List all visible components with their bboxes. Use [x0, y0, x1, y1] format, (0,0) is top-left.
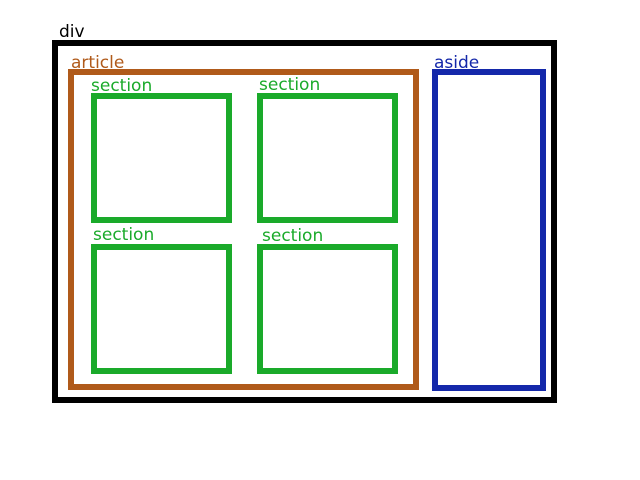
div-label: div	[59, 22, 85, 42]
div-box	[52, 40, 557, 403]
section-label-3: section	[93, 225, 155, 245]
section-label-1: section	[91, 76, 153, 96]
aside-box	[432, 69, 546, 391]
section-box-2	[257, 93, 398, 223]
section-box-3	[91, 244, 232, 374]
section-box-1	[91, 93, 232, 223]
aside-label: aside	[434, 53, 480, 73]
article-label: article	[71, 53, 125, 73]
section-label-2: section	[259, 75, 321, 95]
article-box	[68, 69, 419, 390]
section-box-4	[257, 244, 398, 374]
section-label-4: section	[262, 226, 324, 246]
